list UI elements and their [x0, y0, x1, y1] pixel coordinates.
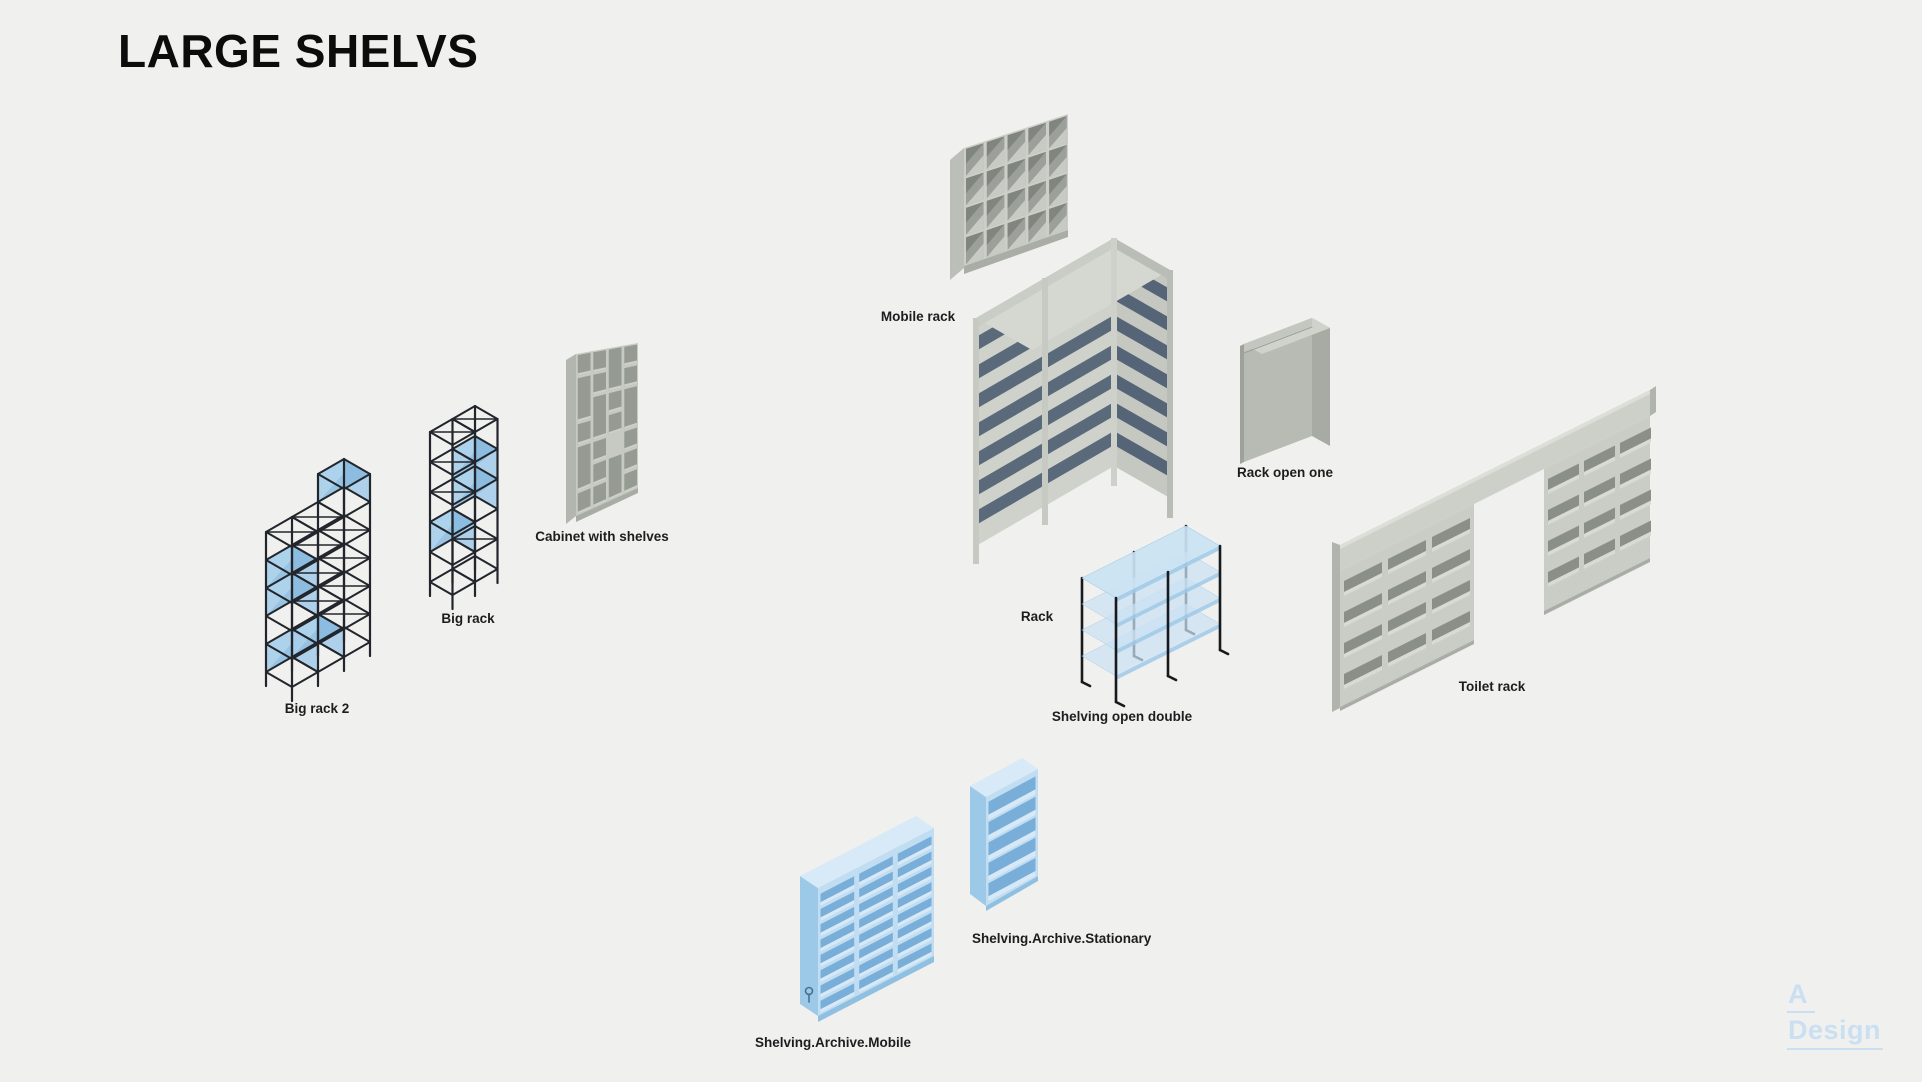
wireframe-rack-with-blue-boxes-icon	[264, 457, 372, 703]
adesign-logo-line1: A	[1787, 981, 1815, 1013]
asset-label: Rack	[1020, 609, 1054, 624]
wireframe-rack-with-blue-boxes-icon	[428, 404, 499, 611]
asset-label: Big rack	[441, 611, 495, 626]
asset-mobile-rack[interactable]: Mobile rack	[881, 108, 1078, 324]
asset-label: Big rack 2	[284, 701, 350, 716]
asset-rack-open-one[interactable]: Rack open one	[1230, 294, 1340, 480]
asset-shelving-archive-mobile[interactable]: Shelving.Archive.Mobile	[755, 748, 958, 1050]
gray-cubby-grid-rack-icon	[950, 114, 1068, 280]
black-frame-blue-shelves-icon	[1080, 524, 1230, 708]
asset-shelving-open-double[interactable]: Shelving open double	[1052, 522, 1230, 724]
asset-big-rack-2[interactable]: Big rack 2	[252, 457, 382, 716]
blue-archive-shelving-tall-icon	[970, 758, 1038, 911]
adesign-logo[interactable]: A Design	[1787, 981, 1884, 1050]
asset-label: Rack open one	[1236, 465, 1334, 480]
asset-rack[interactable]: Rack	[962, 228, 1190, 624]
gray-open-rack-dark-shelves-icon	[973, 238, 1173, 564]
asset-label: Cabinet with shelves	[535, 529, 669, 544]
gray-closed-box-cabinet-icon	[1240, 318, 1330, 464]
adesign-logo-line2: Design	[1787, 1013, 1884, 1050]
asset-label: Shelving.Archive.Stationary	[972, 931, 1152, 946]
blue-archive-shelving-wide-icon	[800, 816, 934, 1022]
page-title: LARGE SHELVS	[118, 25, 479, 77]
asset-label: Shelving.Archive.Mobile	[754, 1035, 912, 1050]
asset-label: Toilet rack	[1458, 679, 1526, 694]
asset-big-rack[interactable]: Big rack	[418, 398, 518, 626]
asset-toilet-rack[interactable]: Toilet rack	[1322, 380, 1657, 715]
gray-cubby-cabinet-icon	[566, 343, 638, 524]
asset-label: Shelving open double	[1051, 709, 1193, 724]
asset-label: Mobile rack	[880, 309, 956, 324]
asset-cabinet-with-shelves[interactable]: Cabinet with shelves	[535, 338, 669, 544]
long-wall-shelf-panel-icon	[1332, 386, 1656, 712]
asset-shelving-archive-stationary[interactable]: Shelving.Archive.Stationary	[960, 748, 1151, 946]
